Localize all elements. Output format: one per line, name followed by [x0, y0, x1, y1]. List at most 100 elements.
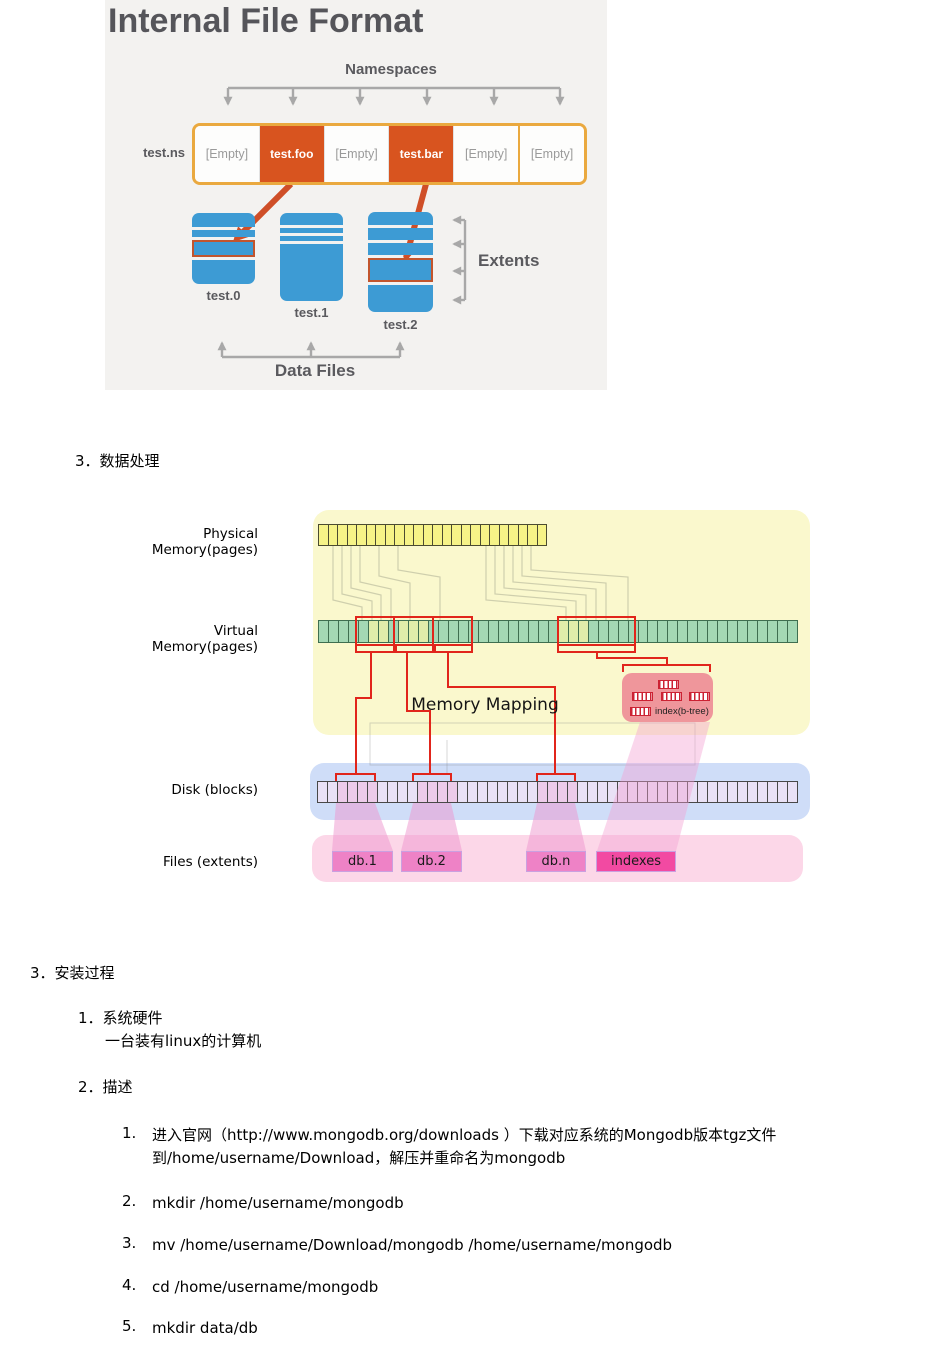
memory-cell [618, 782, 628, 802]
memory-cell [468, 782, 478, 802]
stack-label-test2: test.2 [383, 317, 418, 332]
memory-cell [738, 782, 748, 802]
memory-cell [414, 525, 424, 545]
memory-cell [358, 782, 368, 802]
mapped-page-groups [335, 616, 711, 781]
memory-cell [357, 525, 367, 545]
disk-blocks-row [317, 781, 798, 803]
memory-cell [348, 621, 359, 642]
step-text: mv /home/username/Download/mongodb /home… [152, 1236, 673, 1254]
memory-cell [385, 525, 395, 545]
memory-cell [748, 621, 759, 642]
index-btree-box: index(b-tree) [622, 673, 713, 722]
memory-cell [488, 621, 499, 642]
memory-cell [508, 782, 518, 802]
memory-cell [471, 525, 481, 545]
memory-cell [448, 621, 459, 642]
btree-node [689, 692, 710, 701]
memory-cell [568, 621, 579, 642]
heading-number: 3． [30, 964, 55, 982]
memory-cell [528, 621, 539, 642]
memory-cell [718, 621, 729, 642]
memory-cell [452, 525, 462, 545]
memory-cell [438, 621, 449, 642]
btree-node [630, 707, 651, 716]
ns-cell-empty: [Empty] [520, 126, 584, 182]
step-text: cd /home/username/mongodb [152, 1278, 379, 1296]
memory-cell [738, 621, 749, 642]
memory-cell [442, 525, 452, 545]
step-number: 1. [122, 1124, 137, 1142]
memory-cell [758, 782, 768, 802]
memory-cell [348, 782, 358, 802]
file-box-db1: db.1 [332, 851, 393, 872]
memory-cell [628, 782, 638, 802]
item-text: 系统硬件 [102, 1009, 163, 1027]
step-number: 4. [122, 1276, 137, 1294]
memory-cell [578, 621, 589, 642]
diagram-title: Internal File Format [108, 2, 424, 40]
heading-data-processing: 3． 数据处理 [75, 450, 160, 471]
memory-cell [338, 525, 348, 545]
memory-cell [658, 621, 669, 642]
file-box-indexes: indexes [596, 851, 676, 872]
memory-cell [347, 525, 357, 545]
memory-cell [528, 782, 538, 802]
memory-cell [404, 525, 414, 545]
extent-trapezoids [332, 722, 710, 851]
memory-cell [358, 621, 369, 642]
memory-cell [588, 621, 599, 642]
memory-cell [778, 782, 788, 802]
ns-cell-test-bar: test.bar [389, 126, 455, 182]
datafile-stack-test2 [368, 212, 433, 312]
memory-cell [758, 621, 769, 642]
diagram2-overlay-svg [332, 546, 711, 851]
memory-cell [378, 621, 389, 642]
memory-cell [538, 621, 549, 642]
memory-cell [461, 525, 471, 545]
memory-cell [518, 782, 528, 802]
ns-cell-empty: [Empty] [195, 126, 260, 182]
memory-cell [668, 782, 678, 802]
step-row: 4. cd /home/username/mongodb [122, 1276, 944, 1299]
namespaces-label: Namespaces [345, 61, 437, 78]
memory-cell [558, 621, 569, 642]
memory-cell [718, 782, 728, 802]
memory-cell [598, 782, 608, 802]
memory-cell [688, 782, 698, 802]
memory-cell [376, 525, 386, 545]
datafile-stack-test0 [192, 213, 255, 284]
memory-cell [778, 621, 789, 642]
memory-cell [548, 782, 558, 802]
stack-label-test0: test.0 [206, 288, 241, 303]
heading-text: 数据处理 [99, 452, 160, 470]
memory-cell [648, 621, 659, 642]
memory-cell [398, 782, 408, 802]
extents-bracket [452, 215, 467, 305]
memory-cell [498, 621, 509, 642]
memory-cell [366, 525, 376, 545]
step-row: 1. 进入官网（http://www.mongodb.org/downloads… [122, 1124, 944, 1170]
step-row: 2. mkdir /home/username/mongodb [122, 1192, 944, 1215]
memory-cell [638, 621, 649, 642]
memory-cell [518, 621, 529, 642]
memory-cell [728, 782, 738, 802]
list-item-hardware-desc: 一台装有linux的计算机 [105, 1032, 262, 1050]
extent-highlight [368, 258, 433, 282]
memory-cell [368, 621, 379, 642]
memory-cell [408, 782, 418, 802]
memory-cell [538, 782, 548, 802]
test-ns-label: test.ns [143, 145, 185, 160]
memory-cell [408, 621, 419, 642]
memory-cell [418, 782, 428, 802]
memory-cell [768, 782, 778, 802]
physical-memory-row [318, 524, 547, 546]
list-item-description: 2． 描述 [78, 1076, 133, 1097]
memory-cell [638, 782, 648, 802]
label-virtual-memory: Virtual Memory(pages) [151, 623, 258, 655]
memory-cell [668, 621, 679, 642]
memory-cell [468, 621, 479, 642]
file-box-db2: db.2 [401, 851, 462, 872]
memory-cell [490, 525, 500, 545]
